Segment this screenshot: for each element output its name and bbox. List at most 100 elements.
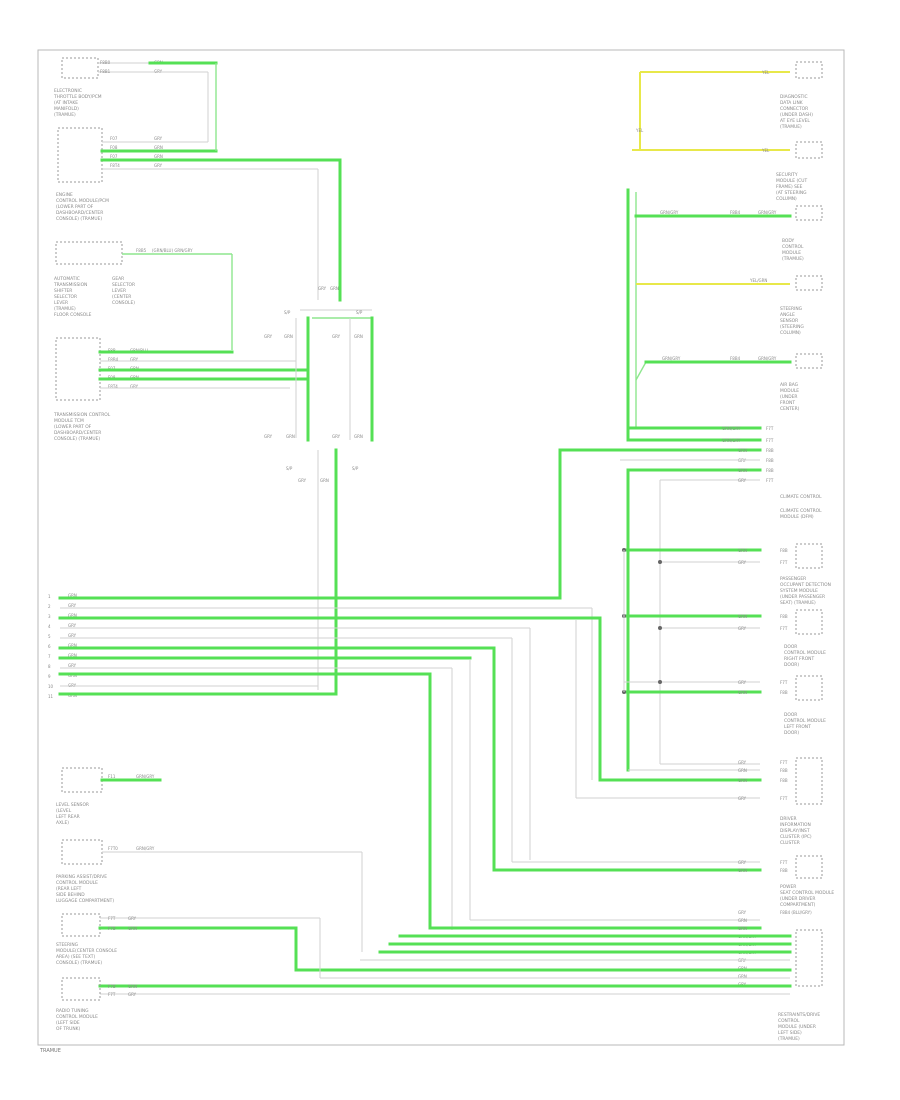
svg-text:GRY: GRY — [738, 680, 747, 685]
svg-text:F7T: F7T — [766, 438, 774, 443]
svg-text:GRY: GRY — [332, 334, 341, 339]
component-electronic-throttle-label: ELECTRONIC THROTTLE BODY/PCM (AT INTAKE … — [53, 88, 102, 118]
svg-text:F07: F07 — [110, 154, 118, 159]
svg-text:GRN: GRN — [354, 434, 363, 439]
svg-text:YEL: YEL — [635, 128, 644, 133]
svg-text:GRN: GRN — [738, 926, 747, 931]
svg-text:F8T4: F8T4 — [108, 384, 118, 389]
svg-text:GRY: GRY — [68, 623, 77, 628]
svg-text:STEERING: STEERING — [780, 306, 803, 312]
svg-text:(TRAMUE): (TRAMUE) — [780, 124, 802, 130]
svg-text:F11: F11 — [108, 774, 116, 779]
svg-text:MANIFOLD): MANIFOLD) — [54, 106, 79, 112]
svg-text:GRN/GRY: GRN/GRY — [662, 356, 681, 361]
svg-text:RADIO TUNING: RADIO TUNING — [56, 1008, 89, 1014]
svg-text:(LOWER PART OF: (LOWER PART OF — [56, 204, 94, 210]
svg-text:CLIMATE CONTROL: CLIMATE CONTROL — [780, 494, 822, 500]
svg-text:F7T: F7T — [766, 426, 774, 431]
svg-text:(LOWER PART OF: (LOWER PART OF — [54, 424, 92, 430]
svg-text:GRY: GRY — [154, 163, 163, 168]
svg-text:CONTROL MODULE: CONTROL MODULE — [784, 650, 826, 656]
svg-text:GRN: GRN — [354, 334, 363, 339]
diagram-frame — [37, 49, 845, 1046]
svg-text:GRN/GRY: GRN/GRY — [660, 210, 679, 215]
svg-text:GRN: GRN — [154, 154, 163, 159]
svg-text:F8B5: F8B5 — [136, 248, 147, 253]
svg-text:CLUSTER: CLUSTER — [780, 840, 800, 846]
svg-text:F8B: F8B — [780, 768, 788, 773]
svg-text:F7T: F7T — [108, 992, 116, 997]
svg-text:LEFT SIDE): LEFT SIDE) — [778, 1030, 802, 1036]
svg-text:CLIMATE CONTROL: CLIMATE CONTROL — [780, 508, 822, 514]
svg-text:F8B: F8B — [780, 614, 788, 619]
svg-text:GRY: GRY — [738, 860, 747, 865]
svg-text:GRY: GRY — [128, 992, 137, 997]
svg-text:GRY: GRY — [738, 478, 747, 483]
svg-text:YEL: YEL — [761, 148, 770, 153]
svg-text:S/P: S/P — [284, 310, 291, 315]
svg-text:DASHBOARD/CENTER: DASHBOARD/CENTER — [56, 210, 103, 216]
svg-text:SYSTEM MODULE: SYSTEM MODULE — [780, 588, 818, 594]
svg-text:(GRN/BLU) GRN/GRY: (GRN/BLU) GRN/GRY — [152, 248, 193, 253]
svg-text:GRN: GRN — [738, 918, 747, 923]
svg-text:GRY: GRY — [738, 760, 747, 765]
svg-text:GRN: GRN — [738, 778, 747, 783]
svg-text:GRN: GRN — [738, 974, 747, 979]
svg-text:GRN/GRY: GRN/GRY — [758, 356, 777, 361]
svg-text:F8B4: F8B4 — [108, 357, 119, 362]
component-security-unit: SECURITY MODULE (CUT FRAME) SEE (AT STEE… — [634, 172, 823, 428]
svg-text:DRIVER: DRIVER — [780, 816, 797, 822]
svg-text:GRN: GRN — [738, 768, 747, 773]
svg-text:GRN/GRY: GRN/GRY — [758, 210, 777, 215]
svg-text:YEL/GRN: YEL/GRN — [749, 278, 767, 283]
svg-text:F8T4: F8T4 — [110, 163, 120, 168]
svg-text:CONTROL MODULE/PCM: CONTROL MODULE/PCM — [56, 198, 109, 204]
svg-text:PASSENGER: PASSENGER — [780, 576, 806, 582]
svg-text:POWER: POWER — [780, 884, 796, 890]
svg-text:(TRAMUE): (TRAMUE) — [54, 112, 76, 118]
svg-text:MODULE (UNDER: MODULE (UNDER — [778, 1024, 816, 1030]
svg-text:LUGGAGE COMPARTMENT): LUGGAGE COMPARTMENT) — [56, 898, 114, 904]
svg-text:GRY: GRY — [738, 626, 747, 631]
svg-text:F8B1: F8B1 — [100, 69, 111, 74]
svg-text:STEERING: STEERING — [56, 942, 79, 948]
svg-text:S/P: S/P — [352, 466, 359, 471]
svg-text:4: 4 — [48, 624, 51, 629]
svg-text:GRN/GRY: GRN/GRY — [136, 774, 155, 779]
svg-text:DOOR): DOOR) — [784, 730, 799, 736]
svg-text:SHIFTER: SHIFTER — [54, 288, 72, 294]
svg-text:FRONT: FRONT — [780, 400, 795, 406]
svg-text:SENSOR: SENSOR — [780, 318, 798, 324]
svg-text:F8B: F8B — [780, 690, 788, 695]
svg-text:THROTTLE BODY/PCM: THROTTLE BODY/PCM — [53, 94, 102, 100]
svg-text:GRN: GRN — [128, 984, 137, 989]
footer-label: TRAMUE — [39, 1048, 61, 1054]
svg-text:GRN: GRN — [284, 334, 293, 339]
svg-text:GRY: GRY — [68, 603, 77, 608]
svg-text:GRN: GRN — [68, 613, 77, 618]
svg-text:GRN: GRN — [320, 478, 329, 483]
svg-text:SECURITY: SECURITY — [776, 172, 798, 178]
svg-text:F8B: F8B — [780, 868, 788, 873]
svg-text:AUTOMATIC: AUTOMATIC — [54, 276, 80, 282]
svg-text:9: 9 — [48, 674, 51, 679]
svg-text:GRN: GRN — [738, 614, 747, 619]
svg-text:GRN: GRN — [738, 690, 747, 695]
svg-text:F7T: F7T — [780, 680, 788, 685]
svg-text:(UNDER: (UNDER — [780, 394, 797, 400]
svg-text:INFORMATION: INFORMATION — [780, 822, 811, 828]
svg-text:MODULE (DFM): MODULE (DFM) — [780, 514, 814, 520]
svg-text:GRN: GRN — [738, 448, 747, 453]
svg-text:(LEVEL: (LEVEL — [56, 808, 72, 814]
svg-text:GRN: GRN — [286, 434, 295, 439]
